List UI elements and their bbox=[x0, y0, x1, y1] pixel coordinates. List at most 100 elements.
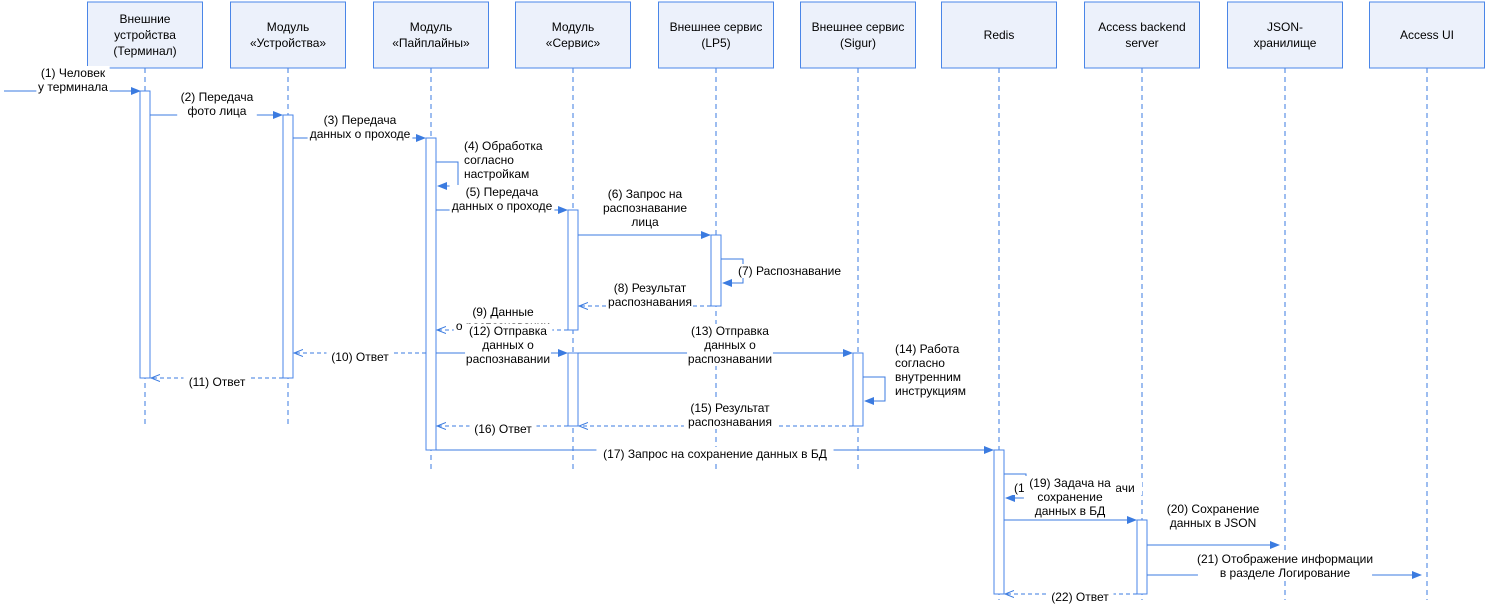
message-label: данных в БД bbox=[1035, 504, 1106, 518]
message-label-bg bbox=[893, 342, 967, 398]
activation-bar-sigur bbox=[852, 352, 864, 427]
message-label: (15) Результат bbox=[690, 401, 770, 415]
message-label: данных о проходе bbox=[452, 199, 553, 213]
message-label-bg bbox=[602, 187, 688, 229]
message-label-bg bbox=[326, 350, 394, 364]
participant-box bbox=[800, 1, 916, 69]
message-label: (4) Обработка bbox=[464, 139, 543, 153]
message-16: (16) Ответ bbox=[437, 422, 568, 436]
message-label: данных в JSON bbox=[1170, 516, 1257, 530]
message-label: (9) Данные bbox=[472, 305, 534, 319]
message-label: лица bbox=[631, 215, 659, 229]
message-label: данных о bbox=[704, 338, 756, 352]
participant-box bbox=[87, 1, 203, 69]
message-17: (17) Запрос на сохранение данных в БД bbox=[436, 446, 994, 461]
participant-sigur: Внешнее сервис(Sigur) bbox=[800, 1, 916, 69]
participant-box bbox=[941, 1, 1057, 69]
participant-json: JSON-хранилище bbox=[1227, 1, 1343, 69]
message-22: (22) Ответ bbox=[1005, 590, 1137, 604]
participant-redis: Redis bbox=[941, 1, 1057, 69]
message-label-bg bbox=[683, 401, 777, 429]
activation-bar-terminal bbox=[139, 90, 151, 379]
message-label: (7) Распознавание bbox=[738, 264, 841, 278]
message-label: распознавании bbox=[466, 352, 550, 366]
message-7: (7) Распознавание bbox=[721, 258, 848, 287]
participant-box bbox=[230, 1, 346, 69]
message-label: (22) Ответ bbox=[1051, 590, 1109, 604]
message-label: (16) Ответ bbox=[474, 422, 532, 436]
message-label-bg bbox=[1023, 476, 1117, 518]
message-label: согласно bbox=[464, 153, 514, 167]
message-label-bg bbox=[1197, 552, 1373, 580]
participant-backend: Access backend server bbox=[1084, 1, 1200, 69]
activation-bar-service bbox=[567, 209, 579, 331]
message-label-bg bbox=[465, 324, 551, 366]
message-label: в разделе Логирование bbox=[1220, 566, 1351, 580]
participant-devices: Модуль«Устройства» bbox=[230, 1, 346, 69]
message-label-bg bbox=[607, 281, 693, 309]
participant-label: Access backend bbox=[1098, 20, 1185, 34]
message-label: (1) Человек bbox=[41, 66, 106, 80]
message-arrow bbox=[436, 161, 459, 190]
message-label: распознавании bbox=[688, 352, 772, 366]
message-label-bg bbox=[307, 113, 413, 141]
message-label: (5) Передача bbox=[466, 185, 539, 199]
message-label: (10) Ответ bbox=[331, 350, 389, 364]
message-label: (17) Запрос на сохранение данных в БД bbox=[603, 447, 827, 461]
participant-label: Модуль bbox=[552, 20, 595, 34]
message-label: внутренним bbox=[895, 370, 961, 384]
message-label-bg bbox=[449, 185, 555, 213]
participant-label: хранилище bbox=[1254, 36, 1317, 50]
participant-box bbox=[373, 1, 489, 69]
activation-bar-devices bbox=[282, 114, 294, 379]
message-11: (11) Ответ bbox=[151, 375, 283, 389]
participant-label: (LP5) bbox=[701, 36, 730, 50]
message-label: (12) Отправка bbox=[469, 324, 547, 338]
message-label-bg bbox=[596, 447, 834, 461]
message-label-bg bbox=[469, 422, 537, 436]
message-label: данных о bbox=[482, 338, 534, 352]
participant-label: JSON- bbox=[1267, 20, 1303, 34]
participant-label: Внешнее сервис bbox=[670, 20, 763, 34]
message-label-bg bbox=[36, 66, 110, 94]
message-label: данных о проходе bbox=[310, 127, 411, 141]
participant-box bbox=[1227, 1, 1343, 69]
participant-label: Модуль bbox=[267, 20, 310, 34]
message-label: (19) Задача на bbox=[1029, 476, 1111, 490]
message-label: настройкам bbox=[464, 167, 529, 181]
message-label: (3) Передача bbox=[324, 113, 397, 127]
participant-label: server bbox=[1125, 36, 1158, 50]
participant-label: (Терминал) bbox=[113, 44, 176, 58]
message-arrow bbox=[863, 376, 886, 405]
message-label-bg bbox=[462, 139, 548, 181]
participant-label: «Сервис» bbox=[546, 36, 601, 50]
activation-bar-backend bbox=[1136, 519, 1148, 595]
message-label: (20) Сохранение bbox=[1167, 502, 1260, 516]
message-label: (21) Отображение информации bbox=[1197, 552, 1373, 566]
participant-box bbox=[1084, 1, 1200, 69]
message-label-bg bbox=[183, 375, 251, 389]
participant-ui: Access UI bbox=[1369, 1, 1485, 69]
message-label: (2) Передача bbox=[181, 90, 254, 104]
message-label: (6) Запрос на bbox=[608, 187, 683, 201]
activation-bar-service bbox=[567, 352, 579, 427]
message-label: (13) Отправка bbox=[691, 324, 769, 338]
participant-label: Модуль bbox=[410, 20, 453, 34]
message-label: фото лица bbox=[188, 104, 247, 118]
message-label: распознавание bbox=[603, 201, 687, 215]
participant-label: Redis bbox=[984, 28, 1015, 42]
